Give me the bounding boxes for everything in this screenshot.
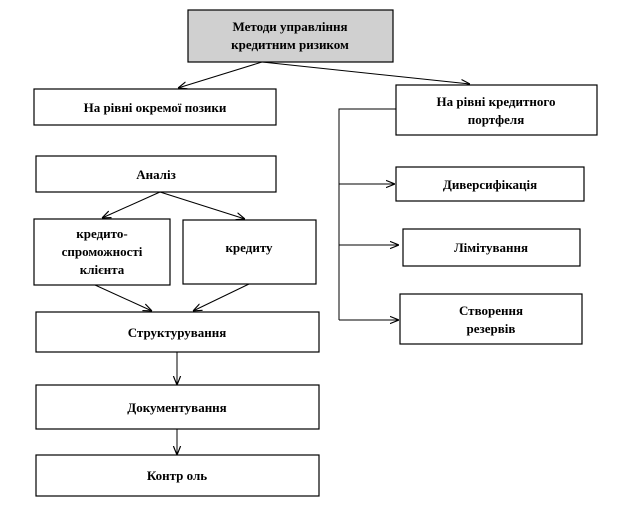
- portfolio-level-line1: На рівні кредитного: [437, 94, 556, 109]
- documentation-label: Документування: [127, 400, 226, 415]
- connector-portfolio-bracket: [338, 108, 396, 320]
- loan-level-box: На рівні окремої позики: [33, 88, 277, 126]
- credit-label: кредиту: [225, 240, 273, 255]
- documentation-box: Документування: [35, 384, 320, 430]
- analysis-label: Аналіз: [136, 167, 176, 182]
- reserves-box: Створення резервів: [399, 293, 583, 345]
- structuring-label: Структурування: [128, 325, 227, 340]
- credit-box: кредиту: [182, 219, 317, 285]
- connector-root-to-loan-level: [178, 61, 263, 88]
- connector-analysis-to-client: [102, 191, 161, 218]
- diversification-label: Диверсифікація: [443, 177, 537, 192]
- loan-level-label: На рівні окремої позики: [84, 100, 227, 115]
- reserves-line2: резервів: [467, 321, 516, 336]
- client-creditworthiness-line1: кредито-: [76, 226, 127, 241]
- connector-client-to-structuring: [94, 284, 152, 311]
- limiting-box: Лімітування: [402, 228, 581, 267]
- diversification-box: Диверсифікація: [395, 166, 585, 202]
- reserves-line1: Створення: [459, 303, 523, 318]
- analysis-box: Аналіз: [35, 155, 277, 193]
- control-label: Контр оль: [147, 468, 207, 483]
- root-label-line2: кредитним ризиком: [231, 37, 349, 52]
- client-creditworthiness-line2: спроможності: [62, 244, 143, 259]
- client-creditworthiness-line3: клієнта: [80, 262, 125, 277]
- client-creditworthiness-box: кредито- спроможності клієнта: [33, 218, 171, 286]
- structuring-box: Структурування: [35, 311, 320, 353]
- portfolio-level-box: На рівні кредитного портфеля: [395, 84, 598, 136]
- root-box: Методи управління кредитним ризиком: [187, 9, 394, 63]
- control-box: Контр оль: [35, 454, 320, 497]
- connector-analysis-to-credit: [159, 191, 245, 219]
- connector-root-to-portfolio-level: [261, 61, 470, 84]
- portfolio-level-line2: портфеля: [468, 112, 525, 127]
- limiting-label: Лімітування: [454, 240, 528, 255]
- connector-credit-to-structuring: [193, 283, 250, 311]
- root-label-line1: Методи управління: [232, 19, 347, 34]
